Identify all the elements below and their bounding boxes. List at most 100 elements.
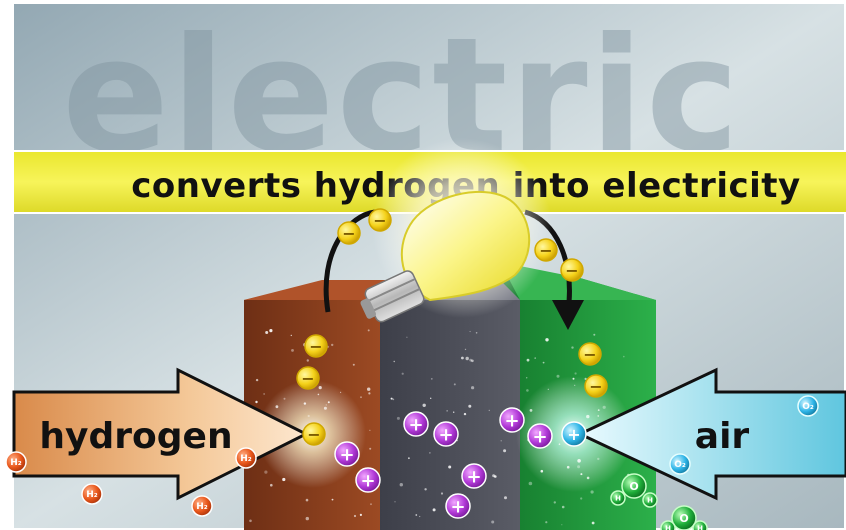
speckle	[419, 515, 421, 518]
water-oxygen-atom-ball	[621, 473, 647, 499]
proton-particle-ball	[461, 463, 487, 489]
water-hydrogen-atom-label: H	[615, 495, 621, 503]
oxygen-molecule-label: O₂	[674, 460, 686, 470]
speckle	[291, 349, 294, 352]
proton-particle-ball	[334, 441, 360, 467]
electron-particle-ball	[584, 374, 608, 398]
light-bulb-icon	[360, 138, 552, 323]
speckle	[367, 329, 370, 332]
proton-particle: +	[355, 467, 381, 493]
electron-particle-ball	[578, 342, 602, 366]
speckle	[540, 469, 544, 473]
speckle	[370, 503, 372, 506]
oxygen-reaction-ion: +	[561, 421, 587, 447]
speckle	[306, 359, 309, 362]
speckle	[353, 514, 357, 518]
speckle	[390, 397, 393, 400]
speckle	[577, 465, 581, 469]
proton-particle: +	[433, 421, 459, 447]
speckle	[255, 378, 259, 382]
oxygen-molecule-label: O₂	[802, 402, 814, 412]
speckle	[249, 519, 252, 523]
speckle	[542, 361, 545, 364]
speckle	[406, 336, 408, 338]
speckle	[593, 333, 596, 336]
electron-particle: −	[584, 374, 608, 398]
catalyst-speckles	[248, 329, 638, 526]
electron-particle-label: −	[309, 337, 322, 356]
speckle	[597, 415, 599, 417]
hydrogen-molecule-ball	[191, 495, 213, 517]
anode-top	[244, 280, 400, 300]
hydrogen-molecule-ball	[5, 451, 27, 473]
electron-particle: −	[534, 238, 558, 262]
speckle	[432, 508, 436, 512]
electron-path-left	[323, 209, 376, 313]
speckle	[475, 332, 478, 334]
speckle	[367, 387, 371, 391]
speckle	[503, 449, 507, 453]
hydrogen-arrow-label: hydrogen	[39, 416, 232, 457]
water-oxygen-atom: O	[621, 473, 647, 499]
speckle	[270, 483, 273, 487]
water-hydrogen-atom-label: H	[697, 525, 703, 530]
electron-path-arrowhead	[552, 300, 584, 330]
speckle	[471, 386, 475, 390]
proton-particle-label: +	[360, 470, 375, 491]
hydrogen-molecule-ball	[81, 483, 103, 505]
speckle	[492, 474, 495, 478]
electron-particle: −	[368, 208, 392, 232]
speckle	[465, 356, 469, 361]
electron-particle-ball	[337, 221, 361, 245]
electron-particle: −	[578, 342, 602, 366]
speckle	[408, 457, 410, 460]
water-oxygen-atom-ball	[671, 505, 697, 530]
speckle	[430, 378, 433, 380]
water-hydrogen-atom-ball	[692, 520, 708, 530]
speckle	[461, 356, 464, 360]
speckle	[352, 363, 355, 366]
bulb-base	[360, 270, 425, 323]
water-hydrogen-atom-label: H	[647, 497, 653, 505]
speckle	[504, 496, 507, 500]
electron-particle-ball	[302, 422, 326, 446]
speckle	[561, 505, 565, 509]
speckle	[602, 405, 606, 409]
speckle	[275, 405, 279, 409]
speckle	[558, 443, 561, 446]
speckle	[359, 513, 362, 517]
speckle	[574, 384, 576, 386]
speckle	[446, 410, 448, 412]
speckle	[453, 411, 455, 413]
speckle	[586, 414, 590, 419]
speckle	[415, 514, 418, 516]
speckle	[307, 414, 310, 418]
speckle	[488, 409, 490, 412]
proton-particle: +	[499, 407, 525, 433]
electron-particle-label: −	[539, 241, 552, 260]
proton-particle-ball	[433, 421, 459, 447]
electron-particle-label: −	[583, 345, 596, 364]
speckle	[556, 374, 560, 378]
proton-particle-label: +	[450, 496, 465, 517]
speckle	[580, 497, 583, 500]
oxygen-molecule-ball	[797, 395, 819, 417]
speckle	[264, 470, 268, 474]
speckle	[265, 331, 269, 334]
speckle	[566, 465, 570, 469]
speckle	[545, 338, 549, 342]
electron-particle-label: −	[301, 369, 314, 388]
water-oxygen-atom-label: O	[679, 512, 688, 525]
speckle	[369, 429, 371, 431]
speckle	[369, 447, 372, 450]
speckle	[597, 409, 600, 411]
hydrogen-molecule-label: H₂	[196, 502, 208, 512]
speckle	[574, 372, 577, 375]
speckle	[448, 465, 452, 469]
speckle	[429, 452, 431, 454]
speckle	[282, 477, 286, 482]
speckle	[368, 392, 371, 395]
proton-particle-label: +	[339, 444, 354, 465]
water-hydrogen-atom: H	[610, 490, 626, 506]
